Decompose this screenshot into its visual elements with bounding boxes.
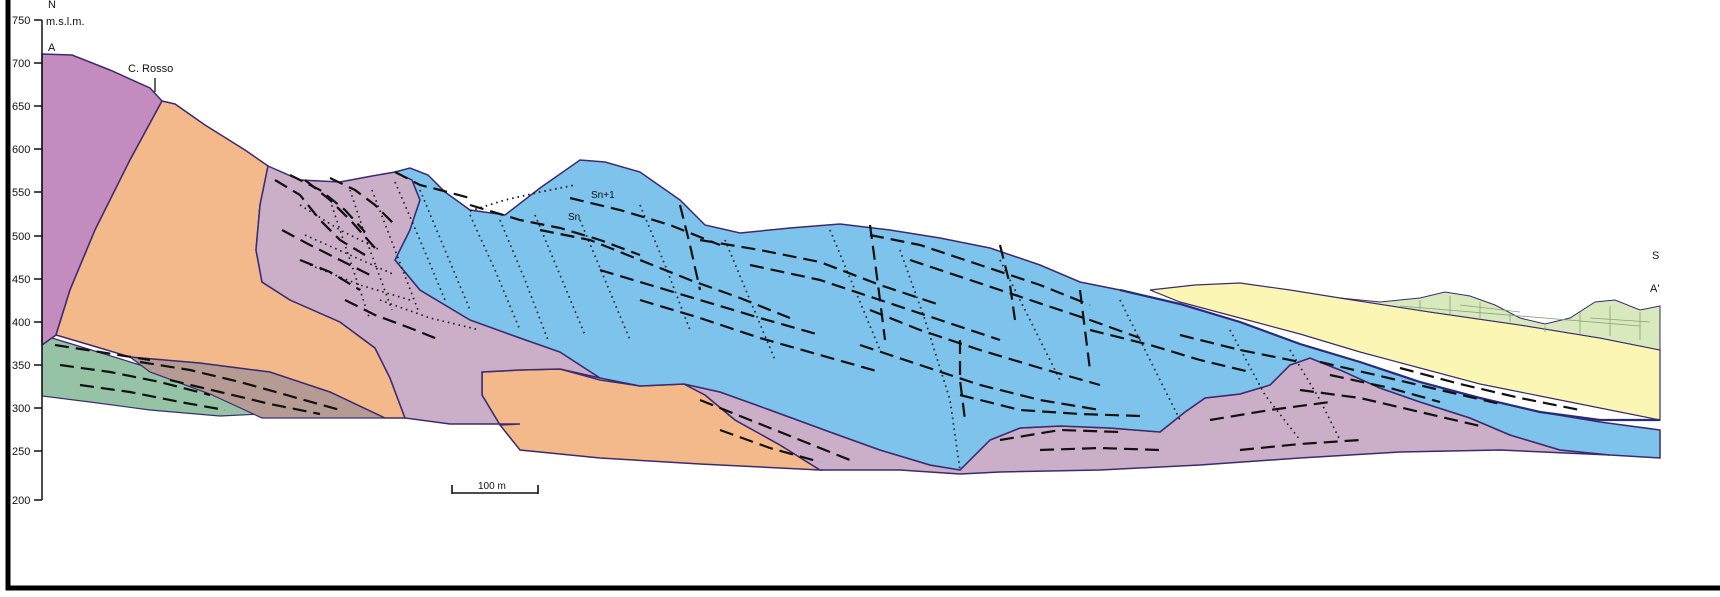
tick-label: 400 — [12, 317, 30, 329]
north-label: N — [48, 0, 56, 11]
section-start-label: A — [48, 42, 56, 54]
sn-label: Sn — [568, 212, 580, 223]
elevation-tick-labels: 750 700 650 600 550 500 450 400 350 300 … — [12, 15, 30, 507]
elevation-axis — [34, 20, 42, 500]
place-label: C. Rosso — [128, 63, 173, 75]
tick-label: 350 — [12, 360, 30, 372]
scale-bar-label: 100 m — [478, 481, 506, 492]
tick-label: 450 — [12, 274, 30, 286]
tick-label: 650 — [12, 101, 30, 113]
sn1-label: Sn+1 — [591, 190, 615, 201]
axis-unit-label: m.s.l.m. — [46, 16, 85, 28]
tick-label: 200 — [12, 495, 30, 507]
south-label: S — [1652, 250, 1659, 262]
tick-label: 500 — [12, 231, 30, 243]
tick-label: 550 — [12, 187, 30, 199]
tick-label: 300 — [12, 403, 30, 415]
section-end-label: A' — [1650, 283, 1659, 295]
tick-label: 750 — [12, 15, 30, 27]
tick-label: 600 — [12, 144, 30, 156]
tick-label: 700 — [12, 58, 30, 70]
tick-label: 250 — [12, 446, 30, 458]
